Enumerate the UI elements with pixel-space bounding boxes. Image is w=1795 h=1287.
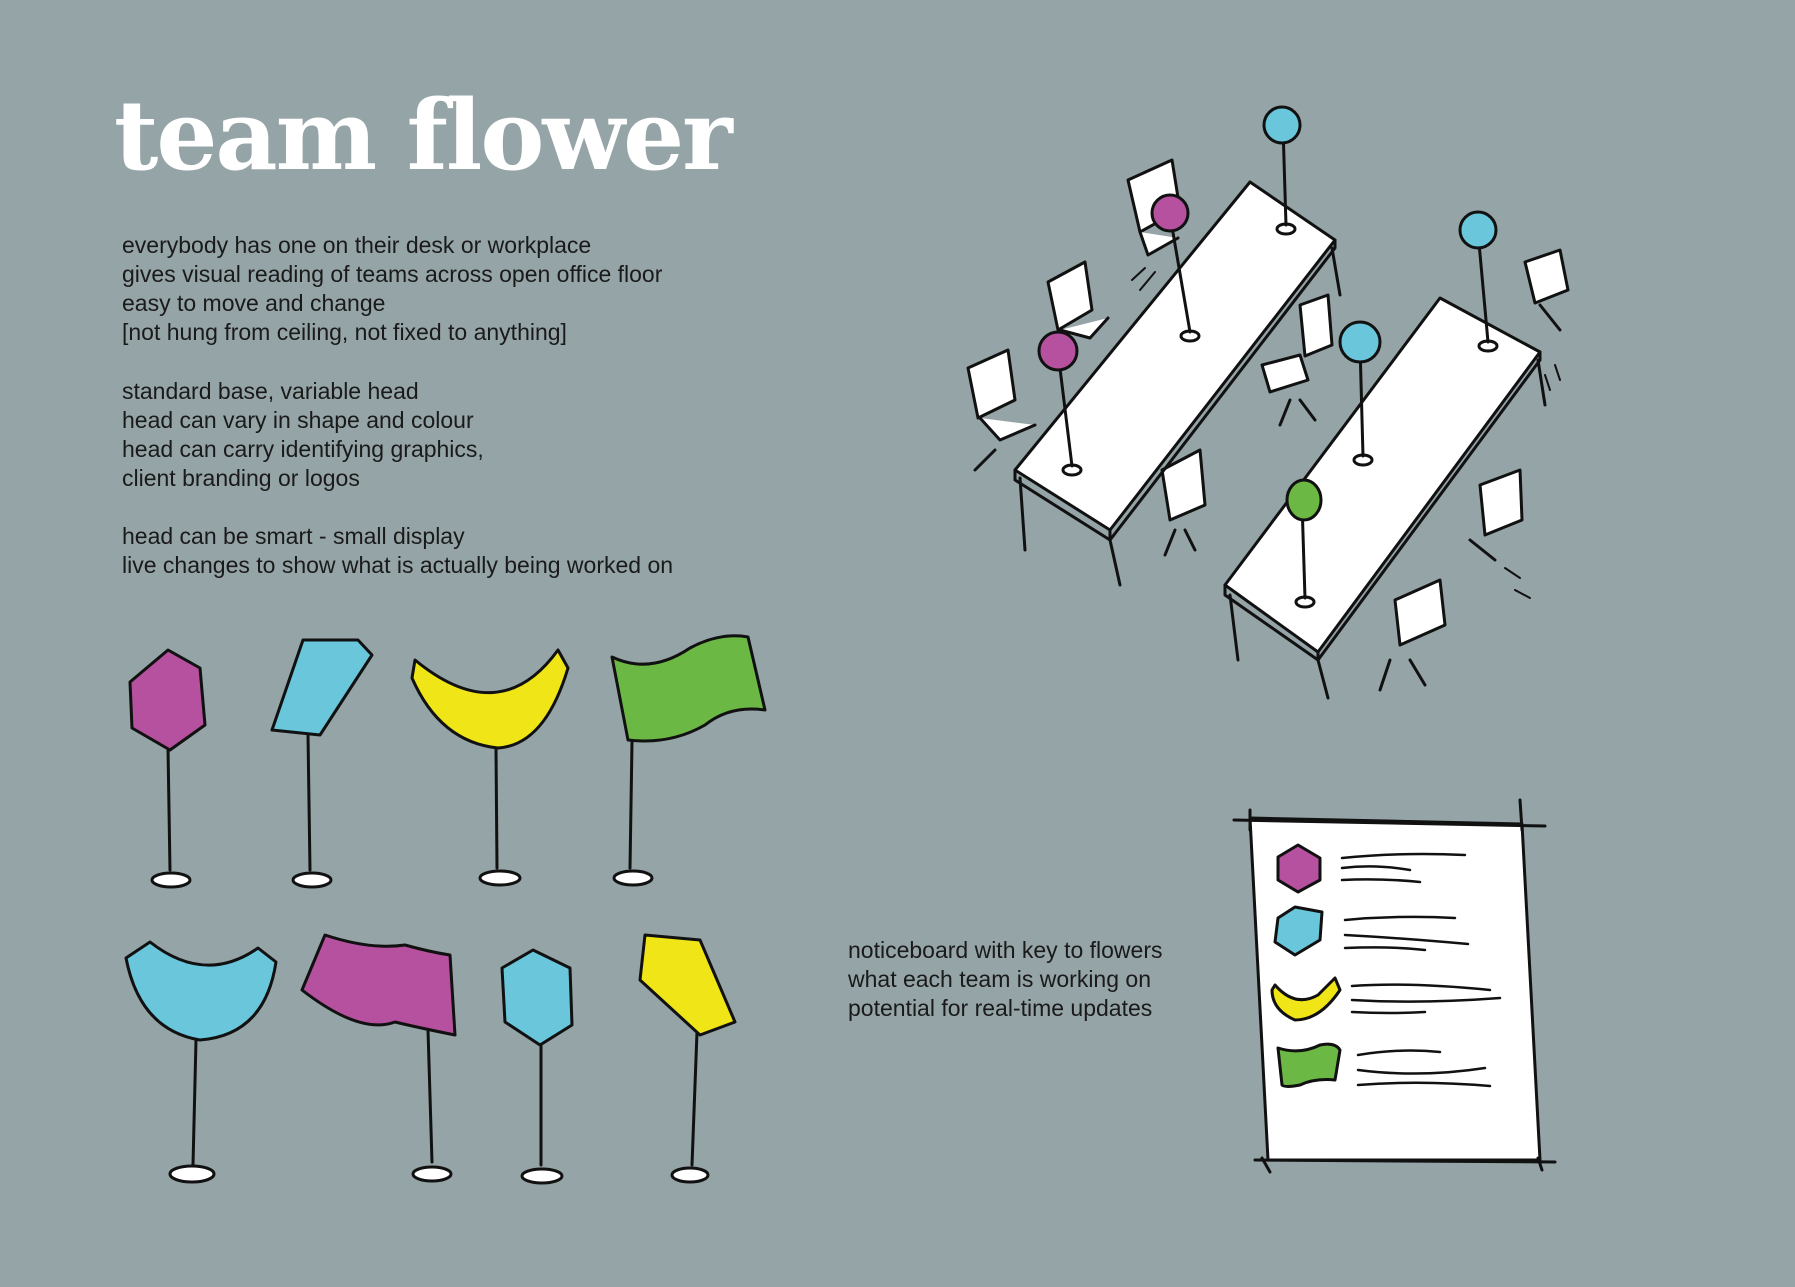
chair xyxy=(1046,260,1110,340)
desk-flower-green xyxy=(1285,478,1323,609)
description-line: standard base, variable head xyxy=(122,378,419,404)
description-block-3: head can be smart - small display live c… xyxy=(122,522,673,580)
chair xyxy=(1160,448,1207,557)
description-line: live changes to show what is actually be… xyxy=(122,552,674,578)
flower-crescent-yellow xyxy=(410,648,570,887)
description-line: everybody has one on their desk or workp… xyxy=(122,232,592,258)
caption-line: potential for real-time updates xyxy=(848,995,1153,1021)
desk-flower-blue xyxy=(1458,210,1499,353)
caption-line: noticeboard with key to flowers xyxy=(848,937,1163,963)
flower-hexagon-purple xyxy=(128,648,207,889)
description-line: [not hung from ceiling, not fixed to any… xyxy=(122,319,567,345)
flower-flag-green xyxy=(610,634,767,887)
key-row xyxy=(1270,976,1502,1022)
desk-table xyxy=(1013,180,1342,587)
desk-flower-blue xyxy=(1262,105,1302,236)
flower-parallelogram-yellow xyxy=(638,933,737,1184)
description-line: head can carry identifying graphics, xyxy=(122,436,484,462)
description-line: head can be smart - small display xyxy=(122,523,465,549)
desk-flower-blue xyxy=(1338,320,1382,467)
description-block-2: standard base, variable head head can va… xyxy=(122,377,484,493)
noticeboard-sketch xyxy=(1232,798,1557,1174)
desk-flower-purple xyxy=(1037,330,1083,477)
description-line: easy to move and change xyxy=(122,290,386,316)
flower-hexagon-blue xyxy=(500,948,574,1185)
noticeboard-caption: noticeboard with key to flowers what eac… xyxy=(848,936,1163,1023)
caption-line: what each team is working on xyxy=(848,966,1151,992)
flower-crescent-blue xyxy=(124,940,278,1184)
key-row xyxy=(1273,905,1470,957)
chair xyxy=(1260,293,1334,427)
chair xyxy=(1378,578,1447,692)
flower-parallelogram-blue xyxy=(270,638,374,889)
chair xyxy=(1468,468,1524,562)
flower-variants xyxy=(124,634,767,1185)
description-line: gives visual reading of teams across ope… xyxy=(122,261,663,287)
chair xyxy=(966,348,1037,472)
chair xyxy=(1523,248,1570,332)
desk-flower-purple xyxy=(1150,193,1201,343)
flower-flag-purple xyxy=(300,933,457,1183)
key-row xyxy=(1276,1042,1492,1088)
description-line: client branding or logos xyxy=(122,465,360,491)
description-block-1: everybody has one on their desk or workp… xyxy=(122,231,662,347)
office-desk-sketch xyxy=(966,105,1570,700)
key-row xyxy=(1276,843,1467,894)
page-title: team flower xyxy=(114,79,733,192)
description-line: head can vary in shape and colour xyxy=(122,407,474,433)
